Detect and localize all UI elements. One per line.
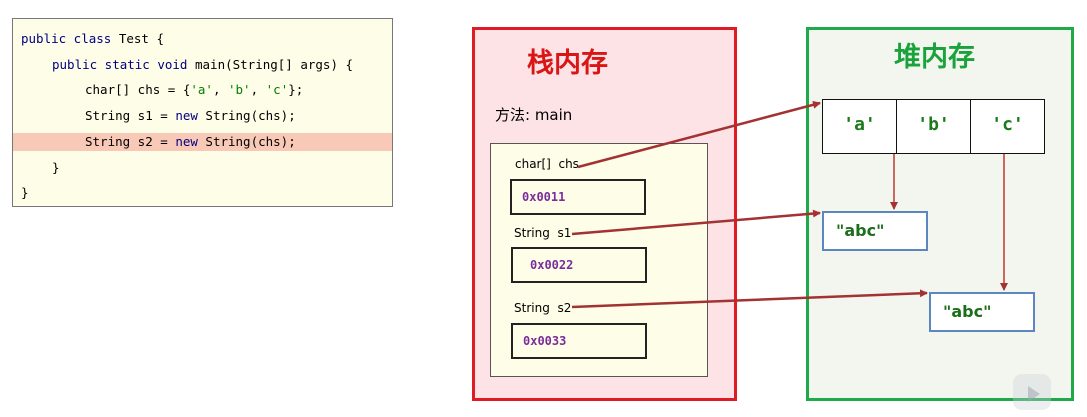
arrow-s1-to-string1 (571, 209, 821, 236)
code-text: String(chs); (197, 108, 296, 123)
code-line-5-highlighted: String s2 = new String(chs); (13, 133, 392, 151)
code-keyword: public static void (52, 57, 188, 72)
code-line-3: char[] chs = {'a', 'b', 'c'}; (13, 81, 392, 99)
var-label-s2: String s2 (514, 301, 572, 315)
code-text: char[] chs = { (85, 82, 191, 97)
code-line-4: String s1 = new String(chs); (13, 107, 392, 125)
code-text: }; (288, 82, 304, 97)
code-char-literal: 'b' (228, 82, 251, 97)
code-line-6: } (52, 160, 60, 175)
code-line-7: } (21, 185, 29, 200)
stack-title: 栈内存 (527, 48, 608, 79)
heap-title: 堆内存 (894, 42, 975, 73)
array-cell-c: 'c' (970, 99, 1045, 154)
code-text: String s1 = (85, 108, 176, 123)
code-keyword: new (175, 134, 198, 149)
code-text: String s2 = (85, 134, 176, 149)
play-triangle-icon (1028, 386, 1040, 402)
code-text: , (212, 82, 228, 97)
code-text: String(chs); (197, 134, 296, 149)
array-cell-b: 'b' (896, 99, 971, 154)
code-text: main(String[] args) { (187, 57, 354, 72)
array-cell-a: 'a' (822, 99, 897, 154)
code-char-literal: 'c' (265, 82, 289, 97)
address-cell-chs: 0x0011 (510, 179, 646, 215)
arrow-s2-to-string2 (571, 289, 928, 309)
code-panel: public class Test { public static void m… (12, 18, 393, 207)
string-object-2: "abc" (929, 292, 1035, 332)
string-object-1: "abc" (822, 211, 928, 251)
code-text: , (250, 82, 266, 97)
code-keyword: public class (21, 31, 112, 46)
code-text: Test { (111, 31, 164, 46)
code-char-literal: 'a' (190, 82, 213, 97)
address-cell-s1: 0x0022 (511, 247, 647, 283)
arrow-chs-to-array (577, 100, 821, 169)
method-label: 方法: main (495, 106, 573, 124)
code-line-2: public static void main(String[] args) { (13, 56, 392, 74)
var-label-chs: char[] chs (515, 157, 579, 171)
code-line-1: public class Test { (13, 30, 392, 48)
address-cell-s2: 0x0033 (511, 323, 647, 359)
var-label-s1: String s1 (514, 226, 572, 240)
code-keyword: new (175, 108, 198, 123)
